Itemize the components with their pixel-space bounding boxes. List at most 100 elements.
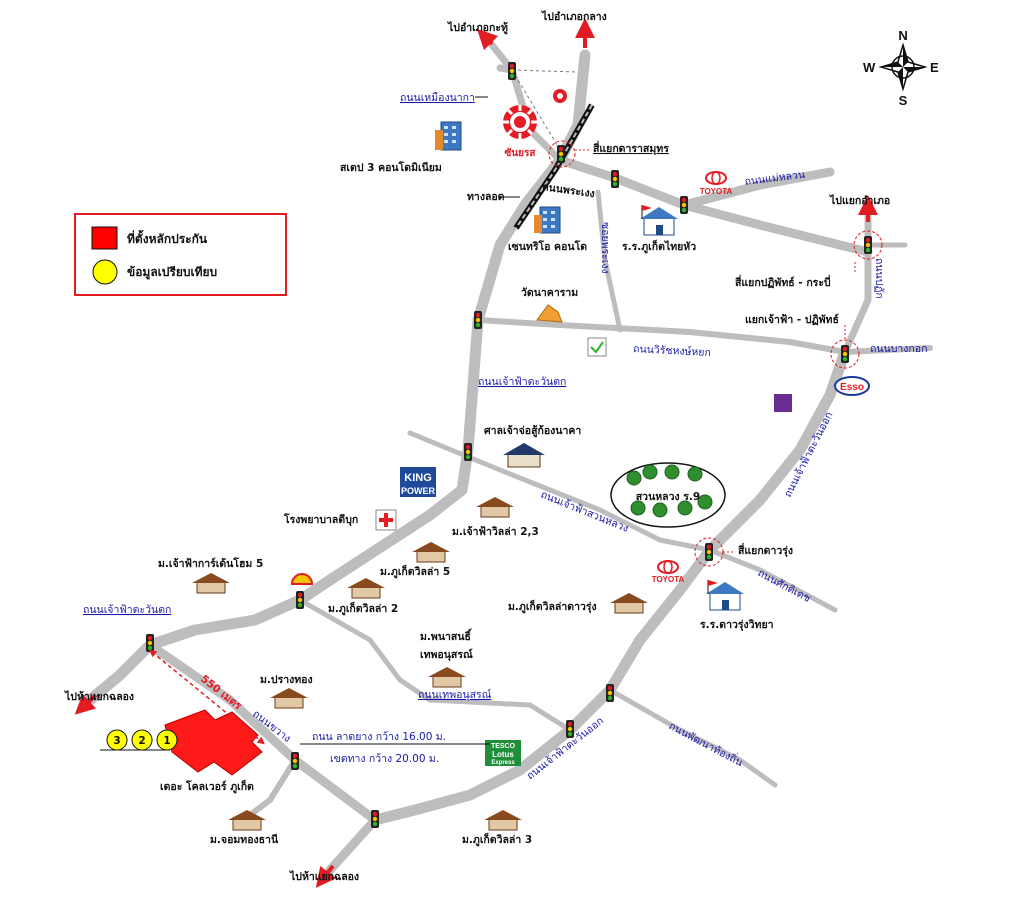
traffic-light-icon <box>611 170 619 188</box>
road-label-chao-fa-west-2: ถนนเจ้าฟ้าตะวันตก <box>83 604 171 616</box>
comparable-label-1: 1 <box>163 735 170 747</box>
houses <box>192 497 648 831</box>
road-bang-kok <box>842 345 933 355</box>
junction-circle-patak <box>853 230 883 260</box>
road-phatthana <box>607 687 778 788</box>
road-label-bang-kok: ถนนบางกอก <box>870 343 927 355</box>
traffic-light-icon <box>566 720 574 738</box>
building-icon <box>435 121 462 151</box>
park-icon <box>610 462 726 528</box>
bank-logo-icon <box>587 337 607 357</box>
label-shrine: ศาลเจ้าจ่อสู้ก้องนาคา <box>484 424 581 438</box>
traffic-light-icon <box>464 443 472 461</box>
school-icon <box>706 580 744 611</box>
house-icon <box>428 667 466 688</box>
tesco-label-3: Express <box>491 760 515 766</box>
road-jomthong <box>247 757 298 818</box>
label-jomthong: ม.จอมทองธานี <box>210 833 279 846</box>
comparables: 3 2 1 <box>106 729 178 751</box>
label-condo-step3: สเตป 3 คอนโดมิเนียม <box>340 161 442 174</box>
house-icon <box>347 578 385 599</box>
esso-logo-icon <box>834 376 870 396</box>
label-villa3: ม.ภูเก็ตวิลล่า 3 <box>462 832 532 847</box>
distance-label: 550 เมตร <box>198 673 244 713</box>
esso-label: Esso <box>840 382 864 393</box>
tesco-label-1: TESCO <box>491 743 516 750</box>
label-junction-chaofa: แยกเจ้าฟ้า - ปฏิพัทธ์ <box>745 313 839 326</box>
label-to-chalong-2: ไปห้าแยกฉลอง <box>289 870 359 883</box>
road-label-thep-anusorn: ถนนเทพอนุสรณ์ <box>418 688 492 701</box>
king-power-logo <box>400 467 436 497</box>
road-phra-ngoen <box>555 155 873 257</box>
school-icon <box>640 205 678 236</box>
label-junction-rasamut: สี่แยกดาราสมุทร <box>592 140 669 156</box>
tesco-logo <box>485 740 521 766</box>
row-width-label: เขตทาง กว้าง 20.00 ม. <box>330 753 439 765</box>
house-icon <box>412 542 450 563</box>
compass-rose: N S E W <box>863 28 939 108</box>
house-icon <box>270 688 308 709</box>
junction-circle-rasamut <box>548 140 576 168</box>
traffic-light-icon <box>508 62 516 80</box>
sun-brand-label: ซันยรส <box>505 147 537 159</box>
traffic-light-icon <box>841 345 849 363</box>
legend-subject-swatch <box>91 226 118 250</box>
house-icon <box>192 573 230 594</box>
road-patak <box>841 211 872 356</box>
label-phanason-1: ม.พนาสนธิ์ <box>420 628 473 643</box>
compass-south: S <box>899 93 908 108</box>
comparable-marker-1 <box>156 729 178 751</box>
label-junction-patak: สี่แยกปฏิพัทธ์ - กระบี่ <box>734 274 831 289</box>
king-label: KING <box>404 472 432 484</box>
road-label-phra-ngoen: ถนนพระเงง <box>542 181 596 200</box>
traffic-lights <box>146 62 872 828</box>
traffic-light-icon <box>296 591 304 609</box>
label-garden-home: ม.เจ้าฟ้าการ์เด้นโฮม 5 <box>158 557 263 570</box>
traffic-light-icon <box>146 634 154 652</box>
label-to-kathu: ไปอำเภอกะทู้ <box>447 21 508 35</box>
junction-circle-chaofa <box>830 339 860 369</box>
label-villa2: ม.ภูเก็ตวิลล่า 2 <box>328 601 398 616</box>
label-phanason-2: เทพอนุสรณ์ <box>420 648 473 662</box>
comparable-marker-2 <box>131 729 153 751</box>
comparable-label-2: 2 <box>138 735 145 747</box>
traffic-light-icon <box>291 752 299 770</box>
traffic-light-icon <box>606 684 614 702</box>
comparable-label-3: 3 <box>113 735 120 747</box>
compass-north: N <box>898 28 907 43</box>
direction-arrows <box>74 18 878 888</box>
house-icon <box>476 497 514 518</box>
label-villa-daorung: ม.ภูเก็ตวิลล่าดาวรุ่ง <box>508 599 597 614</box>
arrow-chalong1-icon <box>74 693 98 715</box>
road-mae-luan <box>679 167 835 210</box>
road-chao-fa-west <box>84 49 591 706</box>
railway-inner <box>515 104 593 229</box>
label-school-phuket-thai: ร.ร.ภูเก็ตไทยหัว <box>622 239 696 254</box>
label-villa-23: ม.เจ้าฟ้าวิลล่า 2,3 <box>452 525 539 538</box>
house-icon <box>484 810 522 831</box>
legend-comparable-swatch <box>92 259 118 285</box>
road-chao-fa-east <box>369 346 851 826</box>
building-icon <box>534 206 561 234</box>
label-subject: เดอะ โคลเวอร์ ภูเก็ต <box>160 779 254 794</box>
label-park: สวนหลวง ร.9 <box>636 491 700 503</box>
label-wat-nakharam: วัดนาคาราม <box>521 287 578 299</box>
traffic-light-icon <box>680 196 688 214</box>
road-label-wirat: ถนนวิรัชหงษ์หยก <box>633 342 711 359</box>
arrow-kathu-icon <box>476 28 499 51</box>
hospital-icon <box>375 509 397 531</box>
comparable-marker-3 <box>106 729 128 751</box>
toyota-label-1: TOYOTA <box>700 187 733 196</box>
toyota-logo-icon <box>657 560 679 574</box>
legend: ที่ตั้งหลักประกัน ข้อมูลเปรียบเทียบ <box>74 213 287 296</box>
road-thep-anusorn <box>297 597 573 733</box>
power-label: POWER <box>401 486 436 496</box>
scb-logo-icon <box>774 394 792 412</box>
house-icon <box>610 593 648 614</box>
traffic-light-icon <box>557 145 565 163</box>
label-school-daorung: ร.ร.ดาวรุ่งวิทยา <box>700 619 774 632</box>
traffic-light-icon <box>705 543 713 561</box>
road-wirat-hong-yok <box>475 317 848 355</box>
road-network <box>84 36 933 875</box>
